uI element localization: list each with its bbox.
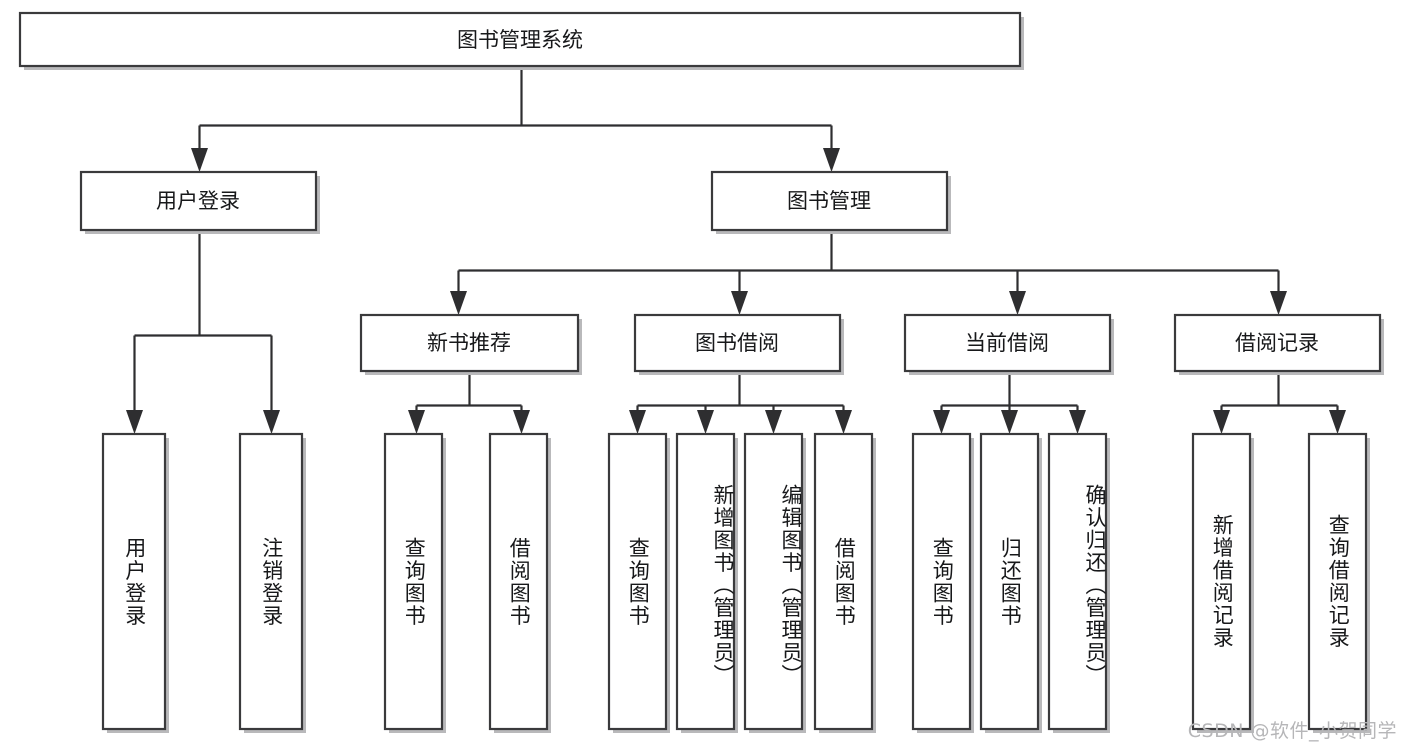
root-label: 图书管理系统	[457, 28, 583, 52]
node-user-login[interactable]: 用户登录	[79, 170, 320, 234]
arrow-leaf-user-login	[126, 410, 143, 434]
watermark-text: CSDN @软件_小贺同学	[1187, 720, 1397, 742]
leaf-box-bb-4[interactable]	[813, 432, 874, 731]
node-book-manage[interactable]: 图书管理	[710, 170, 951, 234]
arrow-bb-leaf4	[835, 410, 852, 434]
book-borrow-box	[633, 313, 842, 373]
arrow-cb-leaf2	[1001, 410, 1018, 434]
leaf-box-br-1[interactable]	[1191, 432, 1252, 731]
leaf-boxes-user-login	[101, 432, 306, 733]
current-borrow-label: 当前借阅	[965, 331, 1049, 355]
arrow-br-leaf1	[1213, 410, 1230, 434]
connectors-book-manage-to-level3	[450, 232, 1287, 315]
node-borrow-record[interactable]: 借阅记录	[1173, 313, 1384, 375]
arrow-cb-leaf1	[933, 410, 950, 434]
connectors-new-book-recommend-to-leaves	[408, 374, 530, 434]
current-borrow-box	[903, 313, 1112, 373]
book-manage-label: 图书管理	[787, 189, 871, 213]
leaf-box-bb-3[interactable]	[743, 432, 804, 731]
leaf-boxes-borrow-record	[1191, 432, 1370, 733]
arrow-bb-leaf3	[765, 410, 782, 434]
node-current-borrow[interactable]: 当前借阅	[903, 313, 1114, 375]
borrow-record-box	[1173, 313, 1382, 373]
leaf-box-user-login-2[interactable]	[238, 432, 304, 731]
node-book-borrow[interactable]: 图书借阅	[633, 313, 844, 375]
arrow-to-book-manage	[823, 148, 840, 172]
arrow-br-leaf2	[1329, 410, 1346, 434]
book-manage-box	[710, 170, 949, 232]
leaf-box-bb-1[interactable]	[607, 432, 668, 731]
arrow-cb-leaf3	[1069, 410, 1086, 434]
leaf-boxes-book-borrow	[607, 432, 876, 733]
node-new-book-recommend[interactable]: 新书推荐	[359, 313, 582, 375]
leaf-box-user-login-1[interactable]	[101, 432, 167, 731]
leaf-box-nbr-1[interactable]	[383, 432, 444, 731]
arrow-bb-leaf2	[697, 410, 714, 434]
leaf-box-br-2[interactable]	[1307, 432, 1368, 731]
book-borrow-label: 图书借阅	[695, 331, 779, 355]
leaf-box-bb-2[interactable]	[675, 432, 736, 731]
user-login-label: 用户登录	[156, 189, 240, 213]
connectors-book-borrow-to-leaves	[629, 374, 852, 434]
arrow-to-current-borrow	[1009, 291, 1026, 315]
leaf-box-cb-2[interactable]	[979, 432, 1040, 731]
arrow-nbr-leaf1	[408, 410, 425, 434]
connectors-user-login-to-leaves	[126, 232, 280, 434]
arrow-leaf-logout	[263, 410, 280, 434]
user-login-box	[79, 170, 318, 232]
leaf-box-cb-1[interactable]	[911, 432, 972, 731]
new-book-recommend-box	[359, 313, 580, 373]
arrow-to-borrow-record	[1270, 291, 1287, 315]
connectors-current-borrow-to-leaves	[933, 374, 1086, 434]
arrow-to-new-book-recommend	[450, 291, 467, 315]
leaf-boxes-new-book-recommend	[383, 432, 551, 733]
arrow-to-user-login	[191, 148, 208, 172]
borrow-record-label: 借阅记录	[1235, 331, 1319, 355]
arrow-bb-leaf1	[629, 410, 646, 434]
arrow-to-book-borrow	[731, 291, 748, 315]
new-book-recommend-label: 新书推荐	[427, 331, 511, 355]
node-root[interactable]: 图书管理系统	[18, 11, 1024, 70]
leaf-boxes-current-borrow	[911, 432, 1110, 733]
root-box	[18, 11, 1022, 68]
leaf-box-cb-3[interactable]	[1047, 432, 1108, 731]
connectors-borrow-record-to-leaves	[1213, 374, 1346, 434]
connectors-root-to-level2	[191, 68, 840, 172]
arrow-nbr-leaf2	[513, 410, 530, 434]
leaf-box-nbr-2[interactable]	[488, 432, 549, 731]
